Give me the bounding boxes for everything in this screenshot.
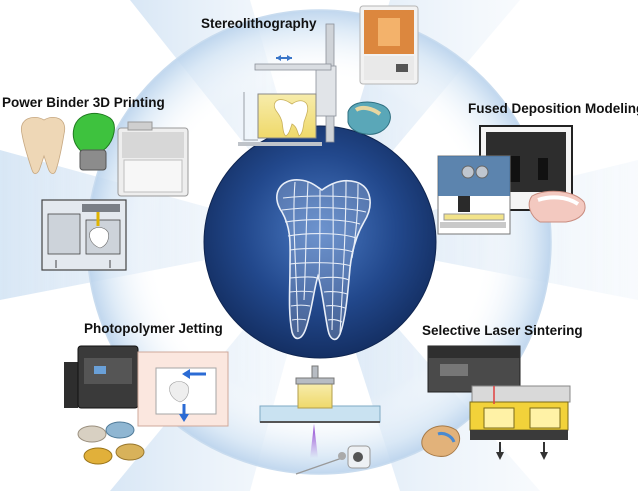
power-binder-illustration [20,112,189,271]
fused-deposition-illustration [437,125,586,235]
stereolithography-label: Stereolithography [201,16,317,31]
photopolymer-jetting-label: Photopolymer Jetting [84,321,223,336]
power-binder-label: Power Binder 3D Printing [2,95,165,110]
fused-deposition-label: Fused Deposition Modeling [468,101,638,116]
selective-laser-illustration [421,345,571,460]
photopolymer-jetting-illustration [64,345,229,465]
tooth-mesh-icon [276,179,371,341]
vat-photopolymerization-illustration [259,365,381,475]
stereolithography-illustration [238,5,419,146]
selective-laser-label: Selective Laser Sintering [422,323,583,338]
